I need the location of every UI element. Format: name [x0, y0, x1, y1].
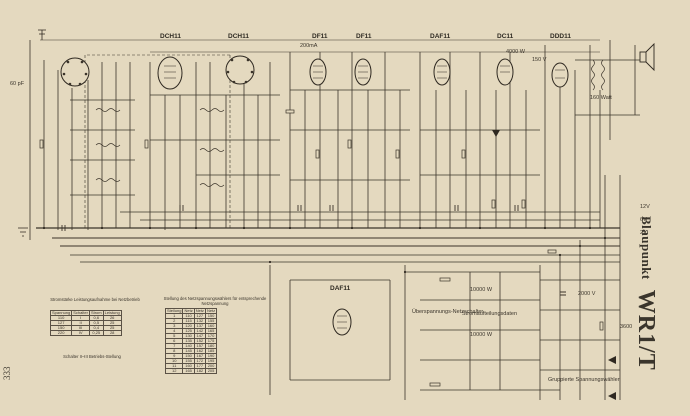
table-left-note: Schalter II–III Betriebs-Stellung: [63, 354, 121, 359]
component-label: 10000 W: [470, 332, 493, 338]
table-left-caption: Stromstärke Leistungsaufnahme bei Netzbe…: [50, 297, 140, 302]
selector-note: Gruppierte Spannungswähler: [548, 377, 620, 383]
document-title: Blaupunkt WR1/T: [628, 216, 664, 376]
voltage-label: 6V: [640, 217, 647, 223]
tube-label-daf11-b: DAF11: [330, 285, 351, 292]
component-label: 10000 W: [470, 287, 493, 293]
table-cell: 12: [164, 368, 184, 374]
component-label: 150 V: [532, 57, 547, 63]
table-cell: 220: [49, 330, 73, 336]
table-cell: IV: [71, 330, 90, 336]
table-cell: 28: [102, 330, 122, 336]
component-label: 200mA: [300, 43, 318, 49]
table-cell: 205: [204, 368, 218, 374]
tube-label-df11-b: DF11: [356, 33, 372, 40]
current-note: Stromaufteilungsdaten: [462, 311, 518, 317]
table-cell: 165: [182, 368, 195, 374]
tube-label-ddd11: DDD11: [550, 33, 571, 40]
component-label: 4000 W: [506, 49, 525, 55]
overvoltage-note: Überspannungs-Netzschalter: [412, 309, 484, 315]
model-name: WR1/T: [633, 289, 660, 371]
tube-label-df11-a: DF11: [312, 33, 328, 40]
tube-label-dc11: DC11: [497, 33, 514, 40]
tube-label-dch11-a: DCH11: [160, 33, 181, 40]
tube-label-dch11-b: DCH11: [228, 33, 249, 40]
voltage-label: 2V: [640, 230, 647, 236]
voltage-label: 12V: [640, 204, 650, 210]
table-cell: 182: [193, 368, 206, 374]
component-label: 3600: [620, 324, 633, 330]
brand-name: Blaupunkt: [639, 216, 654, 280]
page-number: 333: [2, 366, 12, 381]
tube-label-daf11-a: DAF11: [430, 33, 451, 40]
table-cell: 0,25: [88, 330, 104, 336]
component-label: 60 pF: [10, 81, 25, 87]
table-right-caption: Stellung des Netzspannungswählers für en…: [163, 296, 267, 306]
component-label: 160 Watt: [590, 95, 612, 101]
component-label: 2000 V: [578, 291, 596, 297]
